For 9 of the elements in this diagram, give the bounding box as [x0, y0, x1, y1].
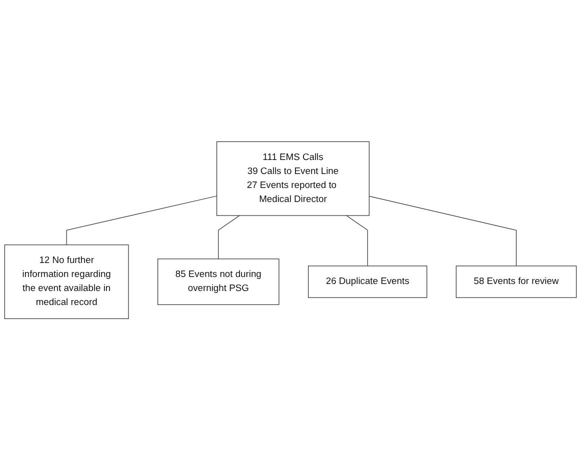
node-box: 12 No further information regarding the event available in medical record — [4, 244, 129, 320]
node-box: 58 Events for review — [456, 266, 577, 298]
connector — [368, 196, 517, 267]
connector — [66, 196, 218, 246]
connector — [346, 216, 368, 267]
connector — [218, 216, 240, 260]
node-box: 111 EMS Calls 39 Calls to Event Line 27 Events reported to Medical Director — [216, 142, 370, 216]
node-box: 85 Events not during overnight PSG — [158, 258, 280, 306]
node-box: 26 Duplicate Events — [308, 266, 428, 298]
